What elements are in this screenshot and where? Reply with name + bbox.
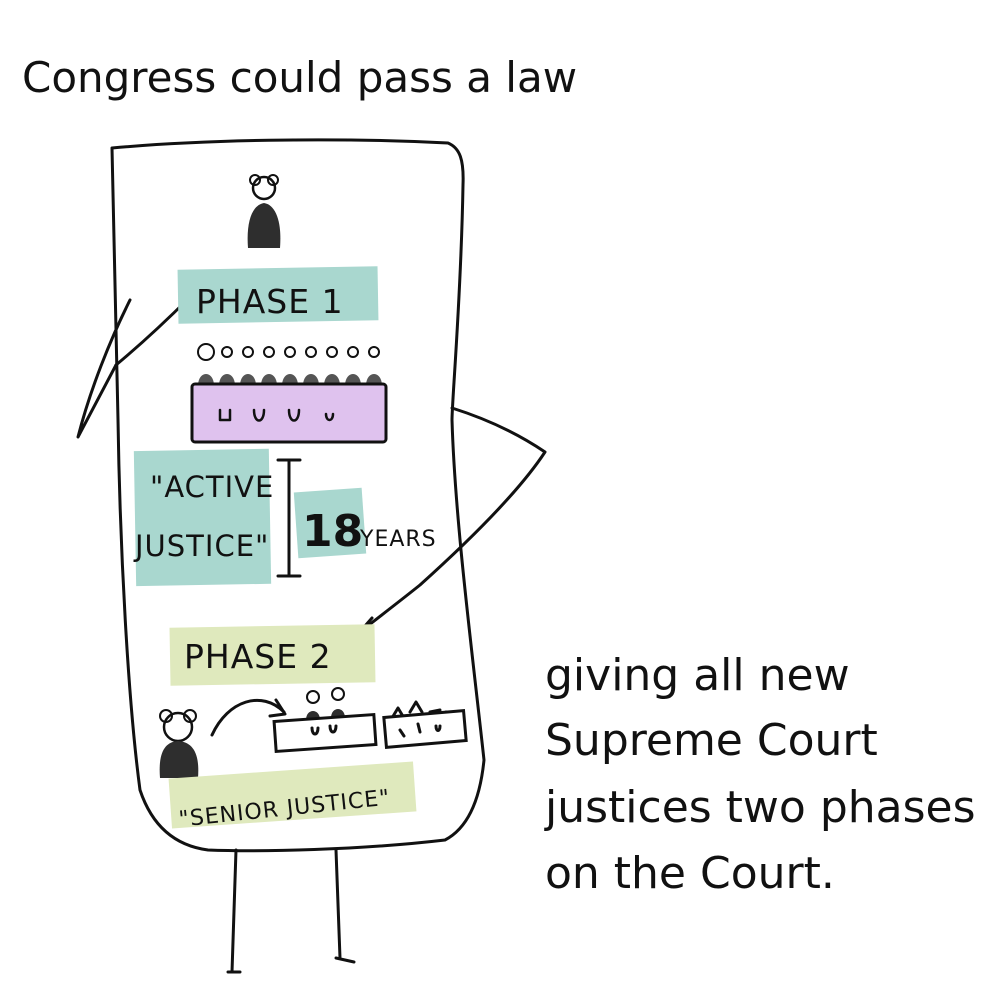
phase1-section: PHASE 1 "ACTIVE JUSTICE" 18 YEARS [133,266,437,587]
row-justice-figure-icon [219,346,235,386]
phase2-highlight [169,624,376,686]
left-leg [226,848,242,974]
term-unit: YEARS [359,527,437,552]
right-arm [358,406,547,634]
caption-top: Congress could pass a law [22,53,577,102]
phase1-highlight [177,266,379,324]
right-leg [334,848,356,964]
row-justice-figure-icon [197,343,215,386]
bench-seat-marks [218,408,335,422]
justice-row [197,343,382,386]
caption-side-line-4: on the Court. [545,848,835,899]
term-highlight [293,487,367,559]
row-justice-figure-icon [324,346,340,386]
document-outline [110,138,486,853]
row-justice-figure-icon [261,346,277,386]
caption-side: giving all new Supreme Court justices tw… [544,650,976,899]
caption-side-line-1: giving all new [545,650,850,701]
active-justice-line2: JUSTICE" [133,529,269,563]
phase1-label: PHASE 1 [196,282,344,321]
document-character [76,138,547,974]
term-number: 18 [302,506,363,557]
senior-justice-figure-icon [159,709,199,778]
caption-side-line-2: Supreme Court [545,715,878,766]
full-bench-icon [382,700,468,750]
row-justice-figure-icon [303,346,319,386]
caption-side-line-3: justices two phases [544,782,976,833]
left-arm [76,298,132,439]
phase2-label: PHASE 2 [184,637,332,676]
phase2-section: PHASE 2 "SENIOR JUSTICE" [159,624,468,833]
justice-figure-icon [247,174,281,248]
active-justice-highlight [133,448,272,587]
row-justice-figure-icon [366,346,382,386]
senior-justice-highlight [168,761,417,829]
curved-arrow-head [268,698,287,718]
row-justice-figure-icon [345,346,361,386]
curved-arrow-icon [210,698,286,737]
row-justice-figure-icon [240,346,256,386]
term-bracket [276,458,302,578]
active-justice-line1: "ACTIVE [150,470,274,504]
row-justice-figure-icon [282,346,298,386]
small-bench-icon [272,687,378,754]
